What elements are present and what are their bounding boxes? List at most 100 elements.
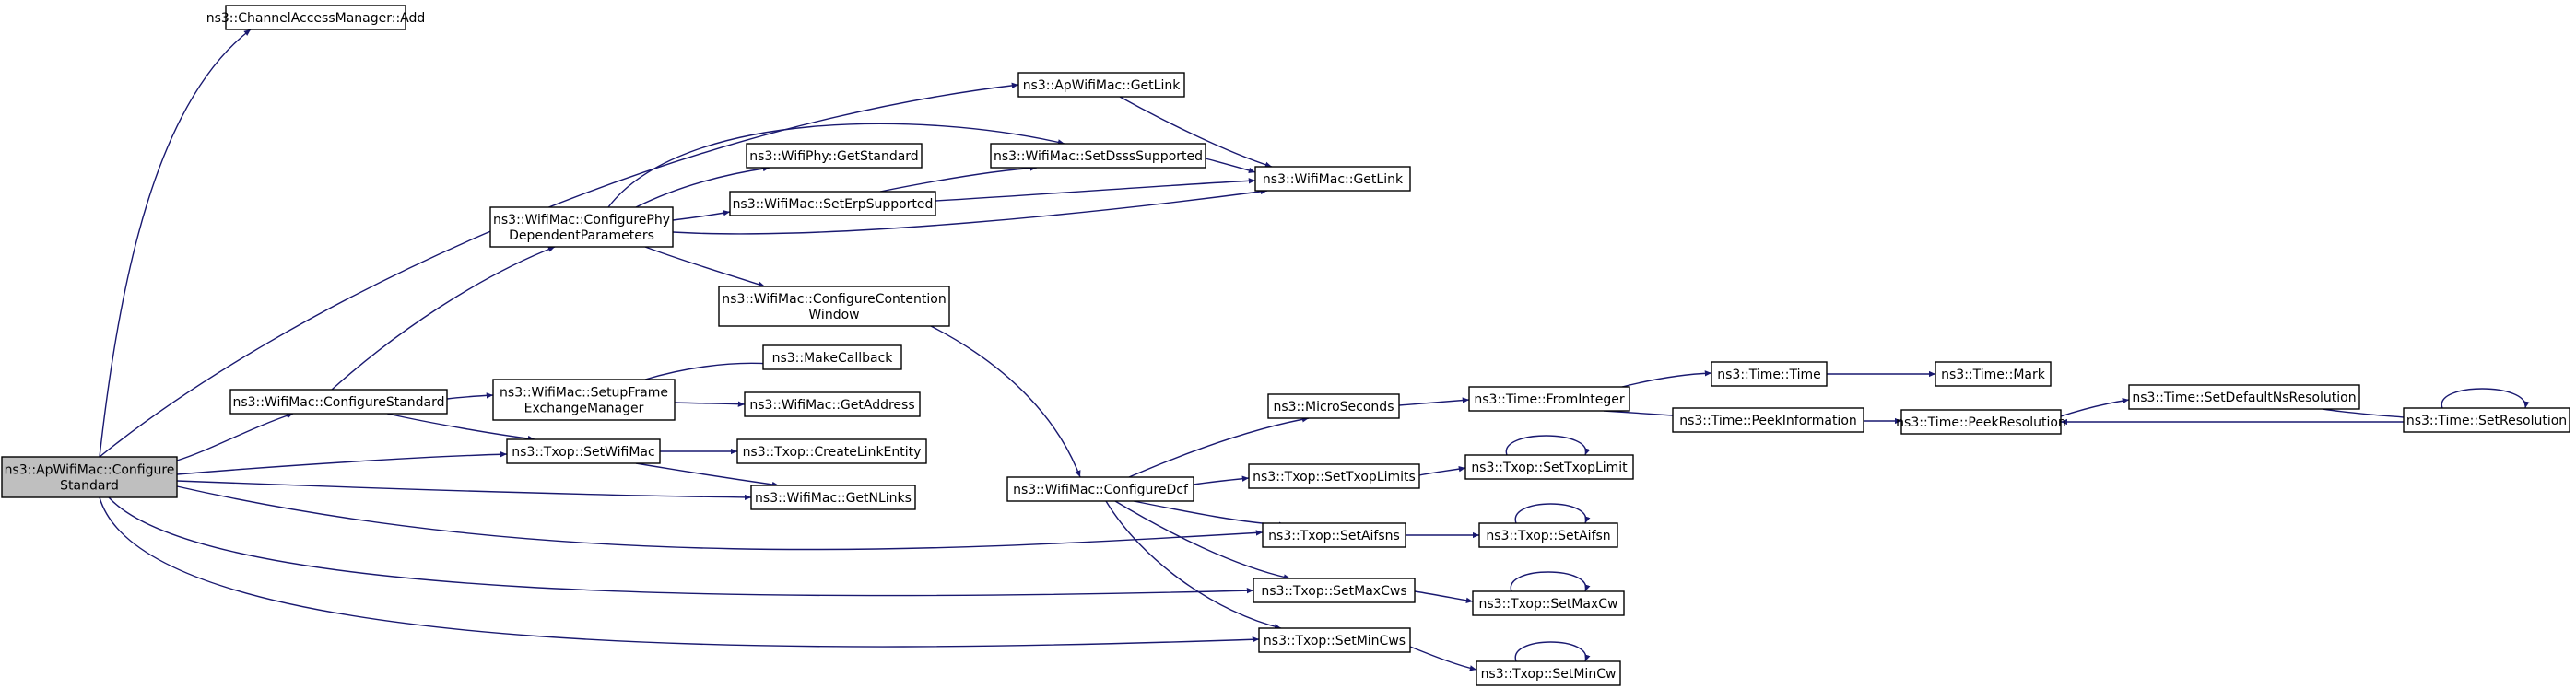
node-ap-getlink[interactable]: ns3::ApWifiMac::GetLink	[1017, 72, 1185, 98]
node-set-mincw[interactable]: ns3::Txop::SetMinCw	[1476, 660, 1621, 686]
node-label: ns3::ApWifiMac::Configure	[5, 463, 175, 478]
edge-set-default-ns-to-set-resolution	[2322, 408, 2416, 421]
node-label: ns3::WifiPhy::GetStandard	[749, 149, 918, 164]
node-set-default-ns[interactable]: ns3::Time::SetDefaultNsResolution	[2128, 384, 2360, 410]
node-box	[1900, 409, 2062, 435]
node-set-erp[interactable]: ns3::WifiMac::SetErpSupported	[729, 191, 936, 216]
edge-configure-dcf-to-set-txop-limits	[1193, 475, 1250, 485]
node-set-mincws[interactable]: ns3::Txop::SetMinCws	[1258, 627, 1411, 653]
edge-set-maxcws-to-set-maxcw	[1414, 590, 1474, 603]
edge-root-to-set-aifsns	[176, 485, 1264, 551]
node-label: ns3::Txop::SetWifiMac	[512, 445, 654, 460]
node-set-aifsns[interactable]: ns3::Txop::SetAifsns	[1262, 522, 1406, 548]
node-box	[229, 389, 448, 415]
node-label: ns3::WifiMac::SetupFrame	[500, 386, 668, 401]
edge-setup-fem-to-make-callback	[644, 360, 770, 380]
node-set-maxcw[interactable]: ns3::Txop::SetMaxCw	[1472, 590, 1625, 616]
edge-setup-fem-to-get-address	[674, 401, 746, 407]
node-label: ns3::WifiMac::ConfigureContention	[722, 292, 946, 307]
node-getlink[interactable]: ns3::WifiMac::GetLink	[1254, 166, 1411, 192]
node-box	[1935, 361, 2052, 387]
node-set-aifsn[interactable]: ns3::Txop::SetAifsn	[1478, 522, 1618, 548]
node-create-link-entity[interactable]: ns3::Txop::CreateLinkEntity	[736, 438, 927, 464]
edge-root-to-set-wifimac	[176, 451, 508, 475]
node-label: ns3::Time::SetResolution	[2406, 414, 2567, 428]
node-label: ns3::Txop::SetMaxCws	[1261, 584, 1406, 599]
node-box	[746, 143, 923, 169]
node-set-wifimac[interactable]: ns3::Txop::SetWifiMac	[506, 438, 661, 464]
node-root[interactable]: ns3::ApWifiMac::ConfigureStandard	[1, 456, 178, 498]
node-box	[1, 456, 178, 498]
node-label: Standard	[60, 479, 119, 494]
node-box	[718, 286, 950, 327]
node-label: ns3::WifiMac::SetDsssSupported	[994, 149, 1203, 164]
edge-configure-dcf-to-set-maxcws	[1114, 500, 1291, 580]
node-make-callback[interactable]: ns3::MakeCallback	[762, 344, 902, 370]
node-get-nlinks[interactable]: ns3::WifiMac::GetNLinks	[750, 485, 916, 510]
node-label: ns3::Txop::SetAifsn	[1486, 529, 1610, 543]
node-time-time[interactable]: ns3::Time::Time	[1711, 361, 1828, 387]
node-box	[2403, 407, 2570, 433]
node-phy-getstandard[interactable]: ns3::WifiPhy::GetStandard	[746, 143, 923, 169]
node-box	[1711, 361, 1828, 387]
node-box	[1262, 522, 1406, 548]
node-configure-phy[interactable]: ns3::WifiMac::ConfigurePhyDependentParam…	[489, 206, 674, 248]
node-label: ns3::ApWifiMac::GetLink	[1023, 78, 1182, 93]
node-configure-standard[interactable]: ns3::WifiMac::ConfigureStandard	[229, 389, 448, 415]
edge-set-resolution-to-set-resolution	[2441, 388, 2530, 409]
node-label: ns3::Txop::SetAifsns	[1268, 529, 1400, 543]
node-box	[489, 206, 674, 248]
node-box	[990, 143, 1206, 169]
node-label: DependentParameters	[509, 228, 654, 243]
node-channel-add[interactable]: ns3::ChannelAccessManager::Add	[206, 5, 426, 30]
node-box	[1267, 393, 1400, 419]
edge-configure-dcf-to-set-mincws	[1105, 500, 1282, 630]
node-label: ns3::WifiMac::ConfigureDcf	[1013, 483, 1189, 497]
edge-root-to-channel-add	[99, 29, 252, 458]
node-label: ns3::Txop::SetTxopLimit	[1471, 461, 1628, 475]
node-label: ns3::Time::Mark	[1941, 368, 2046, 382]
node-label: ns3::Time::SetDefaultNsResolution	[2132, 391, 2356, 405]
edge-set-wifimac-to-get-nlinks	[635, 462, 780, 488]
edge-configure-phy-to-set-erp	[672, 210, 731, 221]
node-peek-information[interactable]: ns3::Time::PeekInformation	[1672, 407, 1864, 433]
node-label: Window	[808, 308, 859, 322]
node-microseconds[interactable]: ns3::MicroSeconds	[1267, 393, 1400, 419]
node-time-mark[interactable]: ns3::Time::Mark	[1935, 361, 2052, 387]
node-label: ExchangeManager	[524, 402, 644, 416]
node-box	[1254, 166, 1411, 192]
edge-root-to-set-maxcws	[108, 496, 1254, 597]
node-set-maxcws[interactable]: ns3::Txop::SetMaxCws	[1253, 578, 1416, 603]
edge-configure-phy-to-phy-getstandard	[635, 165, 770, 208]
node-box	[1672, 407, 1864, 433]
edge-root-to-get-nlinks	[176, 480, 752, 501]
node-set-dsss[interactable]: ns3::WifiMac::SetDsssSupported	[990, 143, 1206, 169]
node-box	[744, 391, 921, 417]
node-box	[1006, 476, 1194, 502]
node-label: ns3::WifiMac::ConfigurePhy	[493, 213, 670, 228]
node-configure-dcf[interactable]: ns3::WifiMac::ConfigureDcf	[1006, 476, 1194, 502]
node-set-resolution[interactable]: ns3::Time::SetResolution	[2403, 407, 2570, 433]
nodes-layer: ns3::ApWifiMac::ConfigureStandard ns3::Ch…	[1, 5, 2570, 686]
node-box	[1468, 386, 1630, 412]
node-set-txop-limits[interactable]: ns3::Txop::SetTxopLimits	[1248, 463, 1420, 489]
edge-configure-phy-to-configure-contention	[644, 246, 766, 287]
edge-set-txop-limit-to-set-txop-limit	[1505, 435, 1591, 456]
node-box	[729, 191, 936, 216]
node-label: ns3::Txop::CreateLinkEntity	[743, 445, 922, 460]
node-box	[1017, 72, 1185, 98]
node-label: ns3::Time::PeekResolution	[1896, 415, 2066, 430]
node-get-address[interactable]: ns3::WifiMac::GetAddress	[744, 391, 921, 417]
node-box	[2128, 384, 2360, 410]
node-peek-resolution[interactable]: ns3::Time::PeekResolution	[1896, 409, 2066, 435]
edge-configure-standard-to-configure-phy	[331, 246, 556, 391]
node-set-txop-limit[interactable]: ns3::Txop::SetTxopLimit	[1464, 454, 1634, 480]
node-from-integer[interactable]: ns3::Time::FromInteger	[1468, 386, 1630, 412]
edge-configure-phy-to-set-dsss	[607, 123, 1065, 208]
edge-set-maxcw-to-set-maxcw	[1510, 571, 1591, 592]
node-box	[1253, 578, 1416, 603]
edge-configure-phy-to-getlink	[672, 188, 1268, 235]
